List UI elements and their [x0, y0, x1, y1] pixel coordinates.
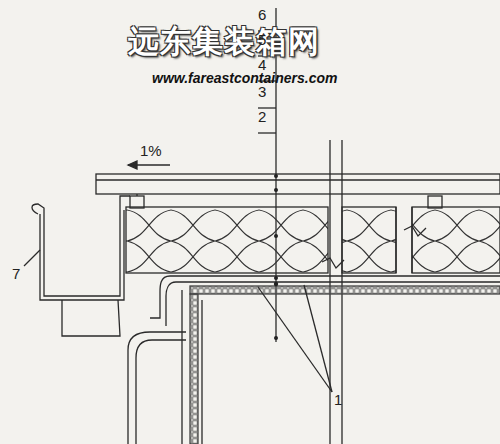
watermark-url: www.fareastcontainers.com	[152, 71, 337, 85]
slope-label: 1%	[140, 143, 162, 158]
callout-number: 2	[258, 109, 266, 124]
callout-number: 1	[334, 392, 342, 407]
callout-number: 7	[12, 266, 20, 281]
callout-number: 6	[258, 7, 266, 22]
callout-number: 3	[258, 84, 266, 99]
watermark: 远东集装箱网	[128, 26, 320, 57]
callout-number: 5	[258, 32, 266, 47]
callout-number: 4	[258, 57, 266, 72]
